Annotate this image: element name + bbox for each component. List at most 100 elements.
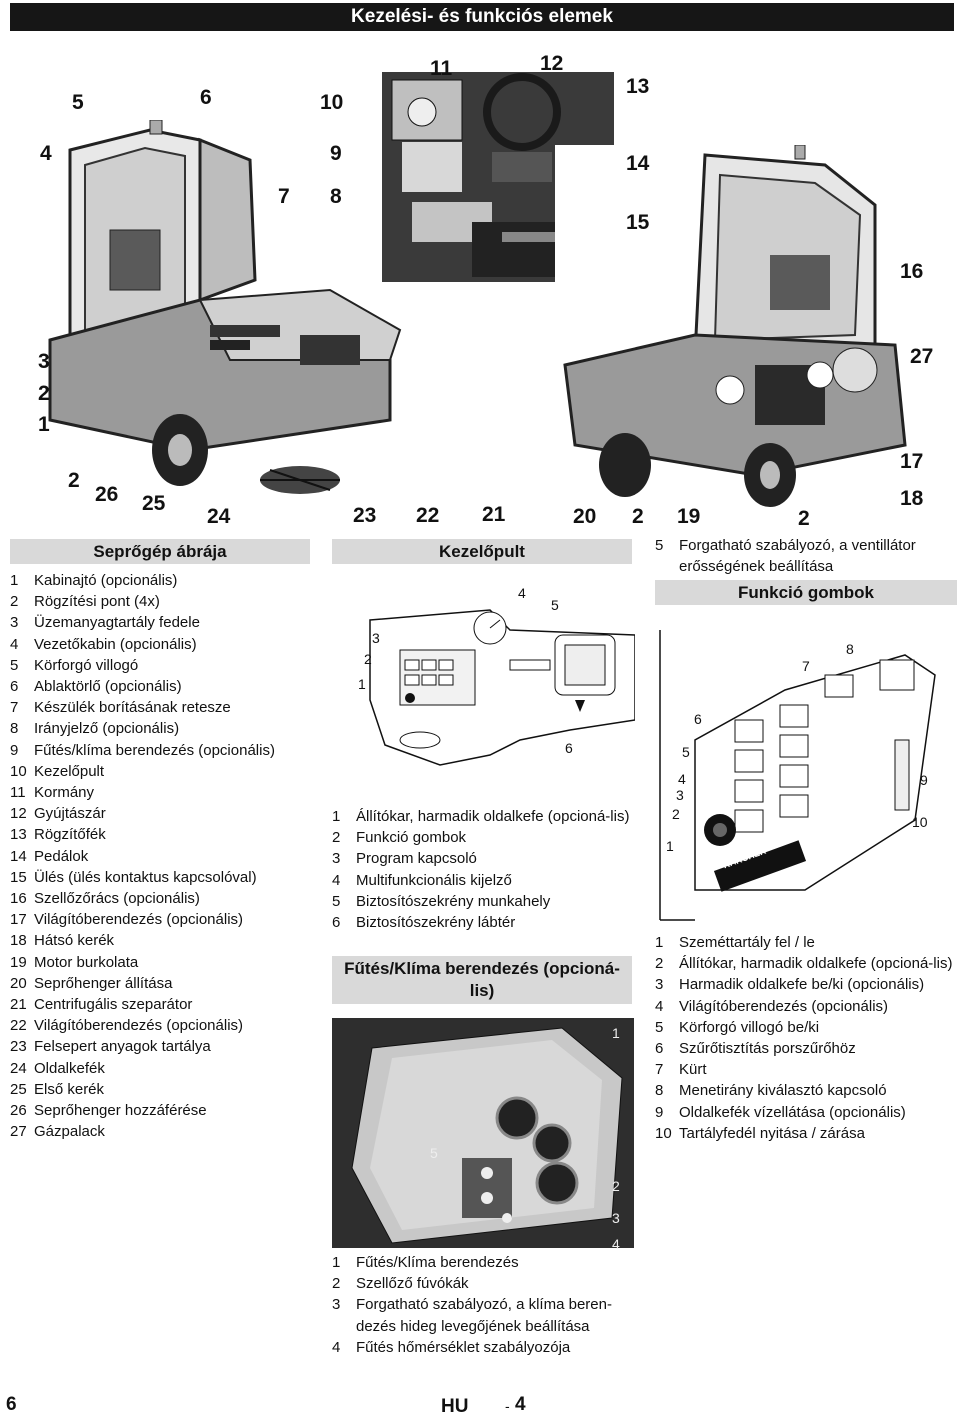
item-text: Centrifugális szeparátor: [34, 996, 193, 1014]
heating-heading: Fűtés/Klíma berendezés (opcioná-lis): [332, 956, 632, 1004]
list-item: 2 Állítókar, harmadik oldalkefe (opcioná-…: [655, 953, 955, 974]
item-text: Világítóberendezés (opcionális): [679, 997, 889, 1015]
item-text: Kezelőpult: [34, 762, 105, 780]
item-number: 3: [10, 614, 19, 632]
item-text: Rögzítőfék: [34, 826, 106, 844]
page-number: 6: [6, 1394, 17, 1415]
panel-label-2: 2: [364, 651, 372, 667]
footer-dash: -: [505, 1398, 510, 1414]
item-number: 2: [10, 593, 19, 611]
callout-2c: 2: [632, 505, 644, 528]
function-buttons-drawing: [659, 630, 936, 921]
item-text: Szellőzőrács (opcionális): [34, 890, 200, 908]
item-number: 6: [655, 1040, 664, 1058]
item-number: 4: [655, 997, 664, 1015]
item-number: 8: [10, 720, 19, 738]
heating-label-4: 4: [612, 1236, 620, 1252]
item-text: Irányjelző (opcionális): [34, 720, 180, 738]
callout-18: 18: [900, 487, 924, 510]
callout-19: 19: [677, 505, 701, 528]
function-button-6: [734, 719, 764, 743]
item-text: Oldalkefék vízellátása (opcionális): [679, 1103, 906, 1121]
item-number: 22: [10, 1017, 27, 1035]
item-text: Kormány: [34, 784, 95, 802]
item-text: Fűtés hőmérséklet szabályozója: [356, 1338, 571, 1356]
item-number: 10: [655, 1124, 672, 1142]
item-number: 1: [655, 934, 664, 951]
callout-21: 21: [482, 503, 506, 526]
callout-2b: 2: [68, 469, 80, 492]
item-number: 6: [332, 914, 341, 932]
callout-4: 4: [40, 142, 52, 165]
fbtn-label-6: 6: [694, 711, 702, 727]
heating-label-5: 5: [430, 1145, 438, 1161]
item-number: 11: [10, 784, 26, 802]
item-text: Körforgó villogó be/ki: [679, 1018, 820, 1036]
item-number: 16: [10, 890, 27, 908]
heating-heading-text: Fűtés/Klíma berendezés (opcioná-lis): [344, 959, 620, 1000]
item-text: Seprőhenger hozzáférése: [34, 1102, 207, 1120]
callout-16: 16: [900, 260, 924, 283]
item-text: Biztosítószekrény lábtér: [356, 914, 516, 932]
item-number: 3: [655, 976, 664, 994]
item-text: Ülés (ülés kontaktus kapcsolóval): [34, 868, 257, 886]
list-item: 6 Biztosítószekrény lábtér: [332, 912, 632, 933]
function-button-3: [734, 809, 764, 833]
item-text: Program kapcsoló: [356, 850, 477, 868]
control-panel-heading-text: Kezelőpult: [439, 542, 525, 561]
sweeper-front-photo: [30, 120, 430, 520]
fbtn-label-1: 1: [666, 838, 674, 854]
item-text: Gyújtászár: [34, 805, 106, 823]
list-item: 11 Kormány: [10, 782, 310, 803]
page-title: Kezelési- és funkciós elemek: [351, 6, 613, 27]
item-number: 5: [10, 656, 19, 674]
panel-label-6: 6: [565, 740, 573, 756]
list-item: 5 Körforgó villogó: [10, 655, 310, 676]
item-number: 18: [10, 932, 27, 950]
callout-6: 6: [200, 86, 212, 109]
item-number: 8: [655, 1082, 664, 1100]
item-text: Forgatható szabályozó, a ventillátor erő…: [679, 537, 916, 576]
callout-22: 22: [416, 504, 440, 527]
item-text: Rögzítési pont (4x): [34, 593, 160, 611]
sweeper-heading-text: Seprőgép ábrája: [93, 542, 227, 561]
item-number: 6: [10, 678, 19, 696]
item-number: 25: [10, 1080, 27, 1098]
callout-15: 15: [626, 211, 650, 234]
item-text: Tartályfedél nyitása / zárása: [679, 1124, 865, 1142]
item-number: 14: [10, 847, 27, 865]
item-text: Világítóberendezés (opcionális): [34, 911, 244, 929]
list-item: 16 Szellőzőrács (opcionális): [10, 888, 310, 909]
fbtn-label-2: 2: [672, 806, 680, 822]
item-number: 15: [10, 868, 27, 886]
item-text: Oldalkefék: [34, 1059, 105, 1077]
item-number: 2: [655, 955, 664, 973]
page-header: Kezelési- és funkciós elemek: [10, 3, 954, 31]
item-text: Vezetőkabin (opcionális): [34, 635, 197, 653]
item-text: Funkció gombok: [356, 829, 467, 847]
function-button-btn-c: [779, 764, 809, 788]
item-number: 1: [332, 1254, 341, 1271]
item-text: Körforgó villogó: [34, 656, 139, 674]
item-text: Állítókar, harmadik oldalkefe (opcioná-l…: [679, 955, 953, 973]
item-text: Seprőhenger állítása: [34, 974, 173, 992]
callout-1: 1: [38, 413, 50, 436]
item-text: Állítókar, harmadik oldalkefe (opcioná-l…: [356, 808, 630, 825]
item-number: 23: [10, 1038, 27, 1056]
